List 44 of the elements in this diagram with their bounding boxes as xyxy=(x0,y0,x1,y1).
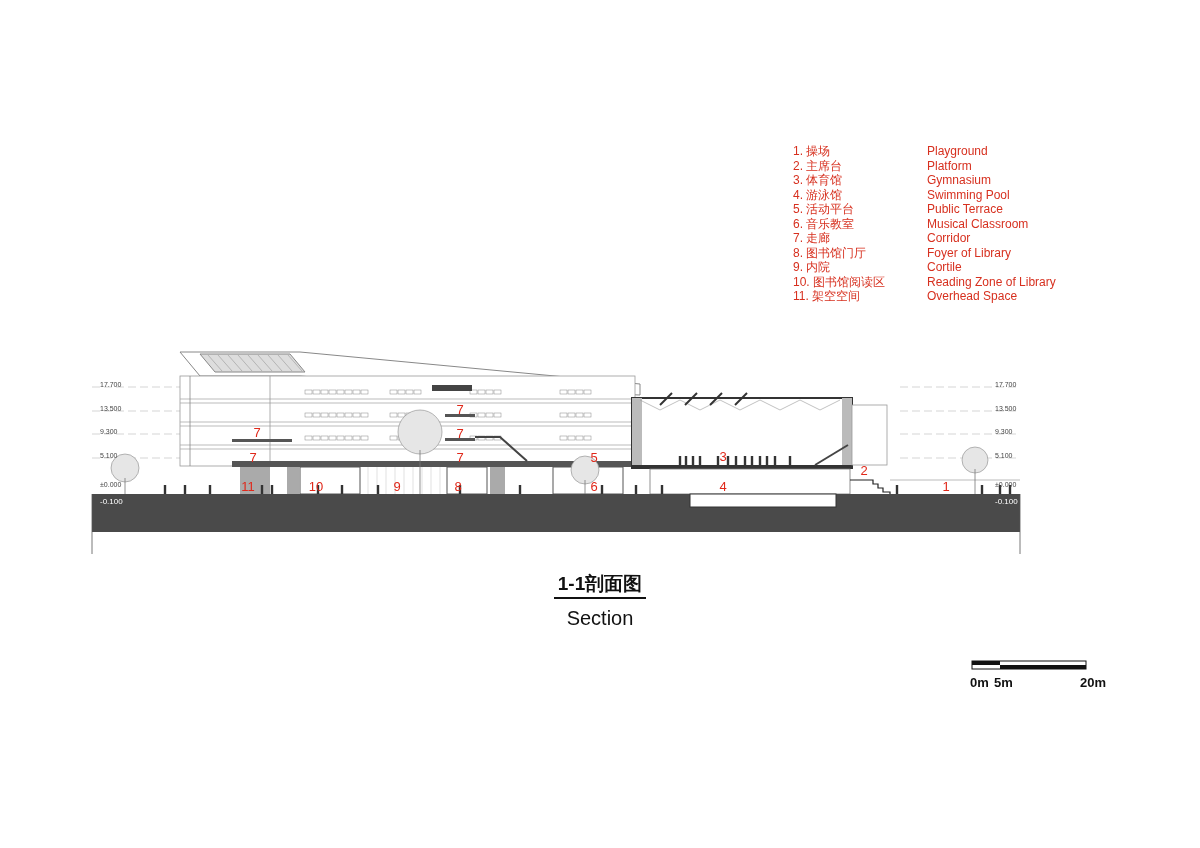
elevation-mark: -0.100 xyxy=(100,498,123,506)
legend-item: 2. 主席台 xyxy=(793,159,843,172)
callout-number: 6 xyxy=(590,479,598,493)
callout-number: 2 xyxy=(860,463,868,477)
callout-number: 7 xyxy=(456,426,464,440)
legend-item: 8. 图书馆门厅 xyxy=(793,246,867,259)
legend-description: Corridor xyxy=(927,232,971,244)
legend-description: Foyer of Library xyxy=(927,246,1012,259)
callout-number: 7 xyxy=(253,425,261,439)
drawing-title: 1-1剖面图 xyxy=(553,573,647,599)
legend-description: Overhead Space xyxy=(927,290,1018,302)
callout-number: 7 xyxy=(456,402,464,416)
legend-item: 11. 架空空间 xyxy=(793,290,861,302)
callout-number: 5 xyxy=(590,450,598,464)
legend-item: 10. 图书馆阅读区 xyxy=(793,275,885,288)
legend-description: Swimming Pool xyxy=(927,188,1010,201)
callout-number: 11 xyxy=(241,479,255,493)
scale-label: 0m xyxy=(970,676,989,689)
legend-item: 7. 走廊 xyxy=(793,232,831,244)
legend-item: 5. 活动平台 xyxy=(793,203,855,215)
legend-item: 3. 体育馆 xyxy=(793,174,843,186)
callout-number: 9 xyxy=(393,479,401,493)
legend-description: Musical Classroom xyxy=(927,217,1029,230)
legend-item: 1. 操场 xyxy=(793,145,831,157)
callout-number: 7 xyxy=(249,450,257,464)
callout-number: 4 xyxy=(719,479,727,493)
legend-item: 9. 内院 xyxy=(793,261,831,273)
legend-description: Cortile xyxy=(927,261,962,273)
legend-description: Platform xyxy=(927,159,972,172)
elevation-mark: -0.100 xyxy=(995,498,1018,506)
legend-item: 4. 游泳馆 xyxy=(793,188,843,201)
callout-number: 3 xyxy=(719,449,727,463)
scale-label: 5m xyxy=(994,676,1013,689)
legend-description: Playground xyxy=(927,145,988,157)
callout-number: 1 xyxy=(942,479,950,493)
legend-item: 6. 音乐教室 xyxy=(793,217,855,230)
scale-label: 20m xyxy=(1080,676,1107,689)
drawing-caption: Section xyxy=(566,607,634,629)
callout-number: 7 xyxy=(456,450,464,464)
legend-description: Public Terrace xyxy=(927,203,1003,215)
legend-description: Reading Zone of Library xyxy=(927,275,1056,288)
callout-number: 10 xyxy=(308,479,324,493)
legend-description: Gymnasium xyxy=(927,174,991,186)
callout-number: 8 xyxy=(454,479,462,493)
